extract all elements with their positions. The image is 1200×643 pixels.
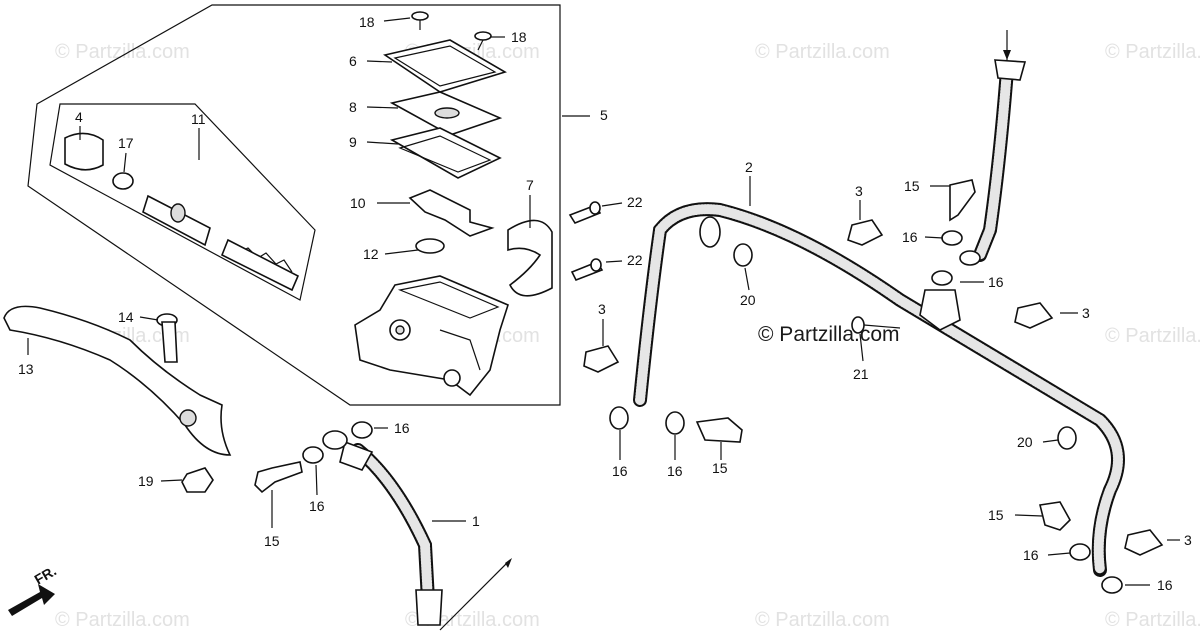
washer: [941, 230, 963, 246]
washer: [302, 446, 324, 464]
callout-19: 19: [138, 473, 154, 489]
callout-3: 3: [1082, 305, 1090, 321]
callout-9: 9: [349, 134, 357, 150]
arrow-line: [439, 559, 511, 631]
callout-2: 2: [745, 159, 753, 175]
callout-16: 16: [612, 463, 628, 479]
grommet: [733, 243, 753, 267]
reservoir-cap: [383, 39, 507, 93]
callout-15: 15: [904, 178, 920, 194]
bolt: [851, 316, 901, 334]
diaphragm: [389, 127, 502, 179]
banjo-bolt: [695, 417, 743, 443]
watermark: © Partzilla.com: [55, 41, 190, 63]
washer: [1101, 576, 1123, 594]
hose-clamp: [583, 345, 620, 373]
boot: [64, 132, 104, 171]
circlip: [112, 172, 134, 190]
callout-16: 16: [309, 498, 325, 514]
hose-clamp: [1124, 529, 1164, 556]
spring-body: [220, 238, 300, 292]
callout-20: 20: [740, 292, 756, 308]
watermark: © Partzilla.com: [55, 609, 190, 631]
callout-7: 7: [526, 177, 534, 193]
grommet: [1057, 426, 1077, 450]
pivot-bolt: [156, 313, 178, 363]
arrow-head: [505, 558, 512, 568]
callout-20: 20: [1017, 434, 1033, 450]
screw: [474, 31, 492, 51]
lever-nut: [181, 467, 214, 493]
hose-clamp: [847, 219, 884, 246]
master-cylinder-group-outline: [27, 4, 561, 406]
banjo-bolt: [254, 461, 303, 494]
callout-16: 16: [394, 420, 410, 436]
watermarks: © Partzilla.com © Partzilla.com © Partzi…: [55, 41, 1200, 631]
bolt: [570, 258, 604, 282]
piston: [142, 194, 211, 247]
washer: [1069, 543, 1091, 561]
brake-hose-lower: [339, 440, 443, 626]
callout-17: 17: [118, 135, 134, 151]
direction-label: FR.: [32, 562, 60, 587]
callout-22: 22: [627, 252, 643, 268]
watermark: © Partzilla.com: [755, 609, 890, 631]
screw: [411, 11, 429, 30]
watermark: © Partzilla.com: [1105, 41, 1200, 63]
callout-14: 14: [118, 309, 134, 325]
callout-18: 18: [511, 29, 527, 45]
washer: [931, 270, 953, 286]
leader-lines: [27, 17, 1180, 586]
callout-22: 22: [627, 194, 643, 210]
callout-13: 13: [18, 361, 34, 377]
brake-lever: [3, 305, 232, 456]
callout-labels: 18 18 6 8 9 5 4 11 17 7 10 12 14 13 19 1…: [18, 14, 1192, 593]
callout-5: 5: [600, 107, 608, 123]
float-plate: [408, 189, 495, 237]
master-cylinder-body: [354, 275, 509, 397]
banjo-bolt: [1039, 501, 1071, 531]
callout-15: 15: [988, 507, 1004, 523]
callout-8: 8: [349, 99, 357, 115]
callout-12: 12: [363, 246, 379, 262]
callout-16: 16: [667, 463, 683, 479]
washer: [609, 406, 629, 430]
callout-16: 16: [1023, 547, 1039, 563]
watermark: © Partzilla.com: [755, 41, 890, 63]
watermark: © Partzilla.com: [1105, 325, 1200, 347]
washer: [322, 430, 348, 450]
callout-16: 16: [988, 274, 1004, 290]
cap-ring: [415, 238, 445, 254]
hose-clamp: [1014, 302, 1054, 329]
callout-15: 15: [264, 533, 280, 549]
callout-15: 15: [712, 460, 728, 476]
callout-11: 11: [191, 111, 206, 127]
callout-3: 3: [855, 183, 863, 199]
front-direction-indicator: FR.: [8, 562, 59, 616]
callout-3: 3: [1184, 532, 1192, 548]
center-watermark: © Partzilla.com: [758, 323, 900, 346]
watermark: © Partzilla.com: [1105, 609, 1200, 631]
piston-kit-outline: [49, 103, 316, 301]
callout-3: 3: [598, 301, 606, 317]
bolt: [568, 201, 602, 224]
arrow-head: [1003, 50, 1011, 60]
washer: [351, 421, 373, 439]
callout-16: 16: [1157, 577, 1173, 593]
holder-bracket: [507, 219, 553, 297]
callout-6: 6: [349, 53, 357, 69]
callout-16: 16: [902, 229, 918, 245]
brake-hose-upper: [959, 59, 1027, 266]
brake-hose-middle: [633, 202, 1125, 577]
banjo-bolt: [949, 179, 976, 222]
callout-21: 21: [853, 366, 869, 382]
washer: [665, 411, 685, 435]
callout-1: 1: [472, 513, 480, 529]
callout-10: 10: [350, 195, 366, 211]
cap-plate: [389, 91, 503, 136]
callout-18: 18: [359, 14, 375, 30]
callout-4: 4: [75, 109, 83, 125]
